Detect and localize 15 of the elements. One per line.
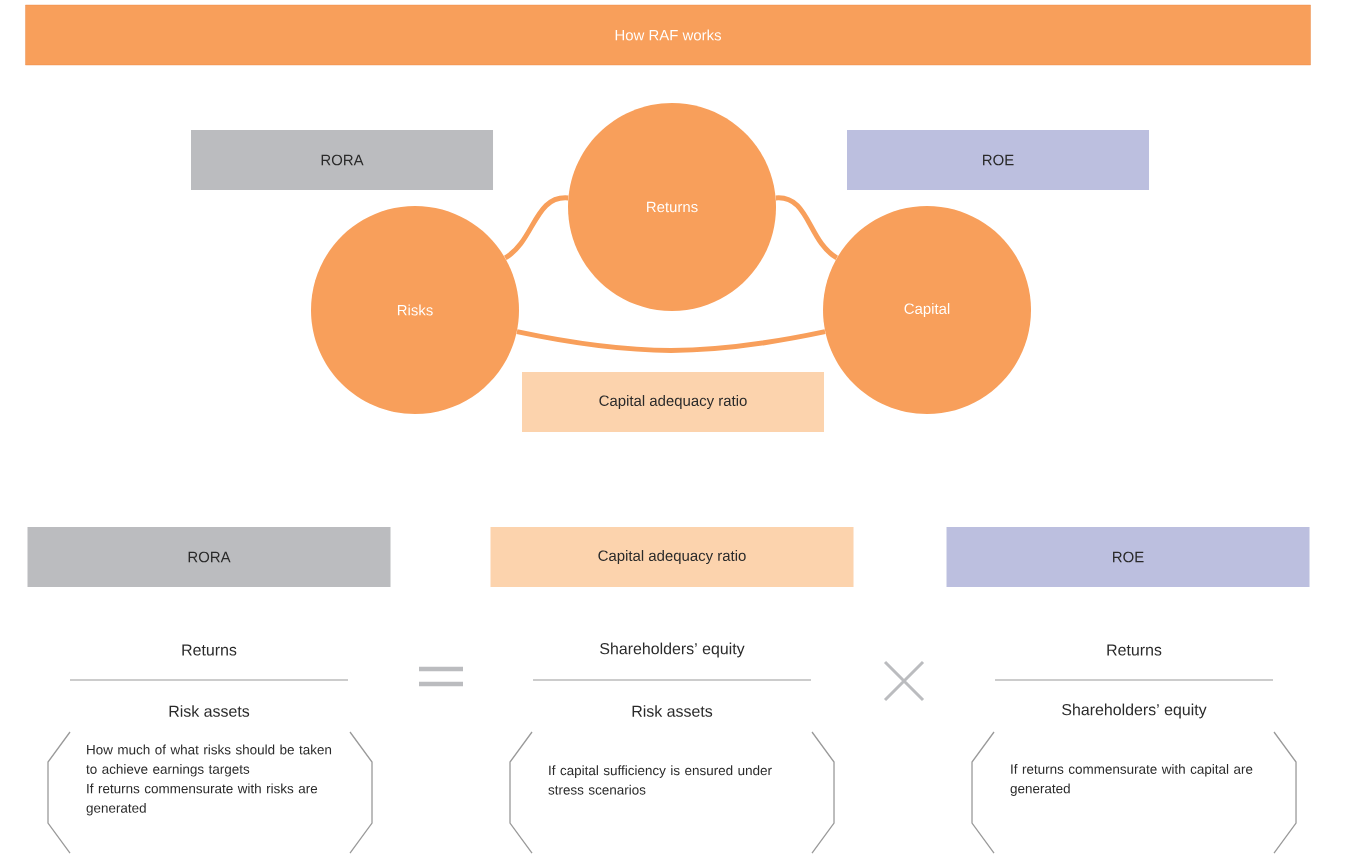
connector-arc xyxy=(516,329,826,353)
bracket-box: How much of what risks should be taken to achieve earnings targets If returns commensurate with risks are generated xyxy=(47,731,373,854)
label-box: ROE xyxy=(847,130,1149,190)
label-box: RORA xyxy=(191,130,493,190)
formula-term: Returns xyxy=(182,644,237,656)
bracket-box: If capital sufficiency is ensured under stress scenarios xyxy=(509,731,835,854)
label-box: ROE xyxy=(946,527,1310,587)
label-box: Capital adequacy ratio xyxy=(522,372,824,432)
label-box: Capital adequacy ratio xyxy=(490,527,854,587)
label-box: RORA xyxy=(27,527,391,587)
formula-term: Returns xyxy=(1107,644,1162,656)
connector-arc xyxy=(503,195,569,260)
bracket-box: If returns commensurate with capital are generated xyxy=(971,731,1297,854)
title-band: How RAF works xyxy=(25,4,1311,66)
formula-term: Shareholders’ equity xyxy=(600,642,745,658)
